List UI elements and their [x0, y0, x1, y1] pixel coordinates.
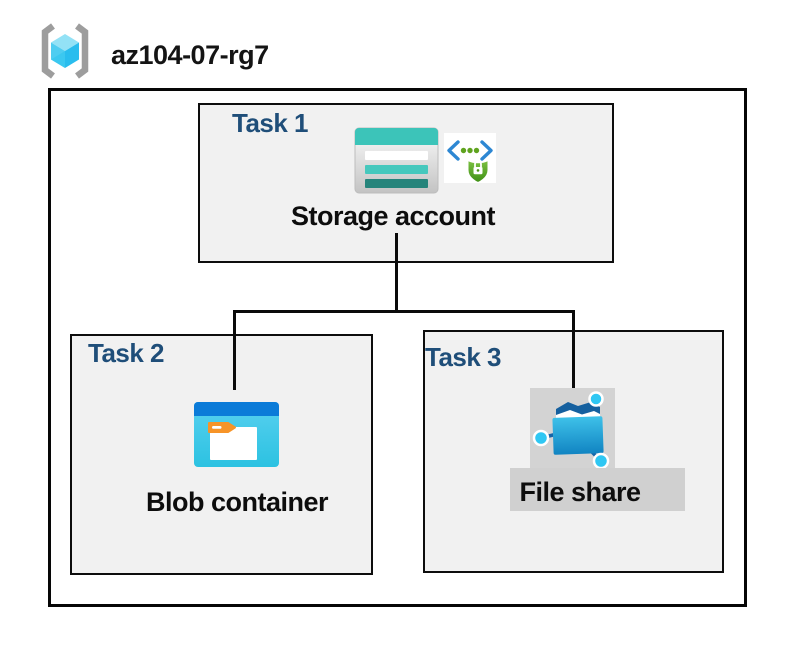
connector-to-fileshare	[572, 310, 575, 389]
task3-label: Task 3	[425, 342, 502, 372]
blob-container-icon	[194, 402, 279, 467]
connector-storage-stem	[395, 233, 398, 311]
connector-to-blob	[233, 310, 236, 390]
storage-account-icon	[354, 127, 439, 194]
task1-label: Task 1	[232, 108, 309, 138]
resource-group-name: az104-07-rg7	[111, 40, 269, 70]
file-share-icon-background	[530, 388, 615, 470]
storage-account-label: Storage account	[290, 201, 496, 231]
blob-container-label: Blob container	[145, 487, 329, 517]
task2-label: Task 2	[88, 338, 165, 368]
file-share-icon	[532, 391, 610, 470]
secure-access-sas-icon	[444, 133, 496, 184]
file-share-label-background	[510, 468, 685, 511]
file-share-label: File share	[519, 477, 641, 507]
connector-horizontal	[233, 310, 575, 313]
resource-group-icon	[38, 22, 92, 80]
